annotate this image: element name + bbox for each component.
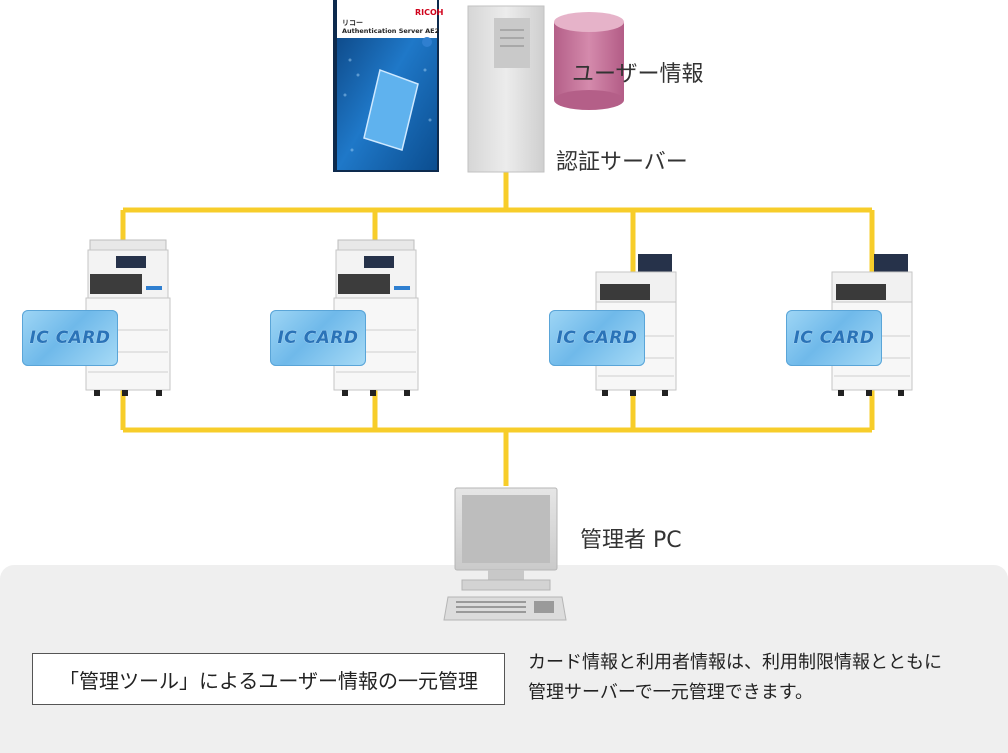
ic-card-text: IC CARD xyxy=(29,328,111,348)
server-tower-icon xyxy=(467,5,545,173)
auth-server-label: 認証サーバー xyxy=(556,150,688,175)
ic-card-text: IC CARD xyxy=(556,328,638,348)
package-brand-logo: RICOH xyxy=(415,8,444,17)
ic-card-icon: IC CARD xyxy=(786,310,882,366)
software-package-icon xyxy=(333,0,439,172)
admin-pc-icon xyxy=(443,487,567,621)
ic-card-icon: IC CARD xyxy=(549,310,645,366)
package-name-jp: リコー xyxy=(342,19,363,27)
ic-card-icon: IC CARD xyxy=(270,310,366,366)
network-lines xyxy=(120,168,875,486)
admin-pc-label: 管理者 PC xyxy=(580,528,682,553)
description-line-1: カード情報と利用者情報は、利用制限情報とともに xyxy=(528,652,942,673)
description-text: カード情報と利用者情報は、利用制限情報とともに 管理サーバーで一元管理できます。 xyxy=(528,648,942,708)
ic-card-text: IC CARD xyxy=(277,328,359,348)
package-name-en: Authentication Server AE2 xyxy=(342,27,440,35)
ic-card-icon: IC CARD xyxy=(22,310,118,366)
user-info-label: ユーザー情報 xyxy=(572,62,704,87)
database-icon xyxy=(554,12,624,110)
management-tool-label: 「管理ツール」によるユーザー情報の一元管理 xyxy=(59,668,478,693)
management-tool-box: 「管理ツール」によるユーザー情報の一元管理 xyxy=(32,653,505,705)
ic-card-text: IC CARD xyxy=(793,328,875,348)
description-line-2: 管理サーバーで一元管理できます。 xyxy=(528,682,813,703)
